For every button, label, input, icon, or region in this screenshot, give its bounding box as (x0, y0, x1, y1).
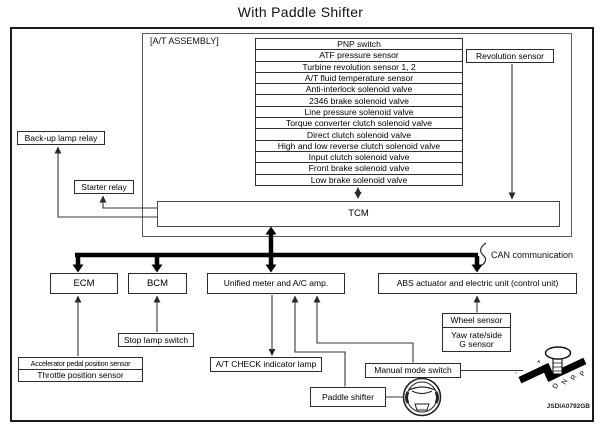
shift-gate-icon: - + D N R P (513, 346, 588, 390)
at-assembly-label: [A/T ASSEMBLY] (150, 36, 219, 46)
bus-arrow-down-abs (471, 264, 483, 273)
node-yaw-g-sensor: Yaw rate/side G sensor (442, 327, 511, 352)
gate-letter: N (561, 378, 570, 386)
node-backup-lamp-relay: Back-up lamp relay (17, 131, 105, 145)
can-communication-label: CAN communication (491, 250, 574, 260)
node-at-check-lamp: A/T CHECK indicator lamp (210, 357, 322, 372)
node-starter-relay: Starter relay (74, 180, 134, 194)
gate-minus: - (513, 369, 519, 377)
bus-arrow-up-tcm (265, 226, 277, 235)
node-abs-unit: ABS actuator and electric unit (control … (378, 273, 577, 294)
line-tcm-to-backup-relay (54, 146, 157, 218)
node-ecm: ECM (50, 273, 118, 294)
figure-code: JSDIA0792GB (546, 403, 590, 410)
gate-plus: + (536, 358, 543, 366)
node-stop-lamp-switch: Stop lamp switch (118, 333, 194, 347)
node-manual-mode-switch: Manual mode switch (365, 363, 461, 378)
gate-letter: R (570, 374, 579, 382)
node-paddle-shifter: Paddle shifter (310, 387, 386, 407)
yaw-sensor-line1: Yaw rate/side (451, 329, 502, 340)
yaw-sensor-line2: G sensor (459, 338, 494, 349)
node-tcm: TCM (157, 201, 560, 227)
node-throttle-sensor: Throttle position sensor (18, 369, 143, 382)
diagram-title: With Paddle Shifter (237, 4, 364, 20)
gate-letter: P (579, 370, 588, 378)
bus-arrow-down-bcm (151, 264, 163, 273)
node-revolution-sensor: Revolution sensor (466, 49, 554, 63)
component-row: Low brake solenoid valve (255, 173, 463, 186)
gate-letter: D (552, 382, 561, 390)
can-label-brace (480, 242, 487, 267)
bus-arrow-down-unified (265, 264, 277, 273)
bus-arrow-down-ecm (72, 264, 84, 273)
line-paddle-to-unified (291, 295, 346, 387)
line-manual-to-unified (313, 295, 414, 363)
steering-wheel-icon (402, 377, 442, 417)
node-bcm: BCM (128, 273, 187, 294)
node-unified-meter: Unified meter and A/C amp. (207, 273, 345, 294)
line-tcm-to-starter-relay (99, 195, 157, 209)
at-component-stack: PNP switch ATF pressure sensor Turbine r… (255, 38, 463, 186)
